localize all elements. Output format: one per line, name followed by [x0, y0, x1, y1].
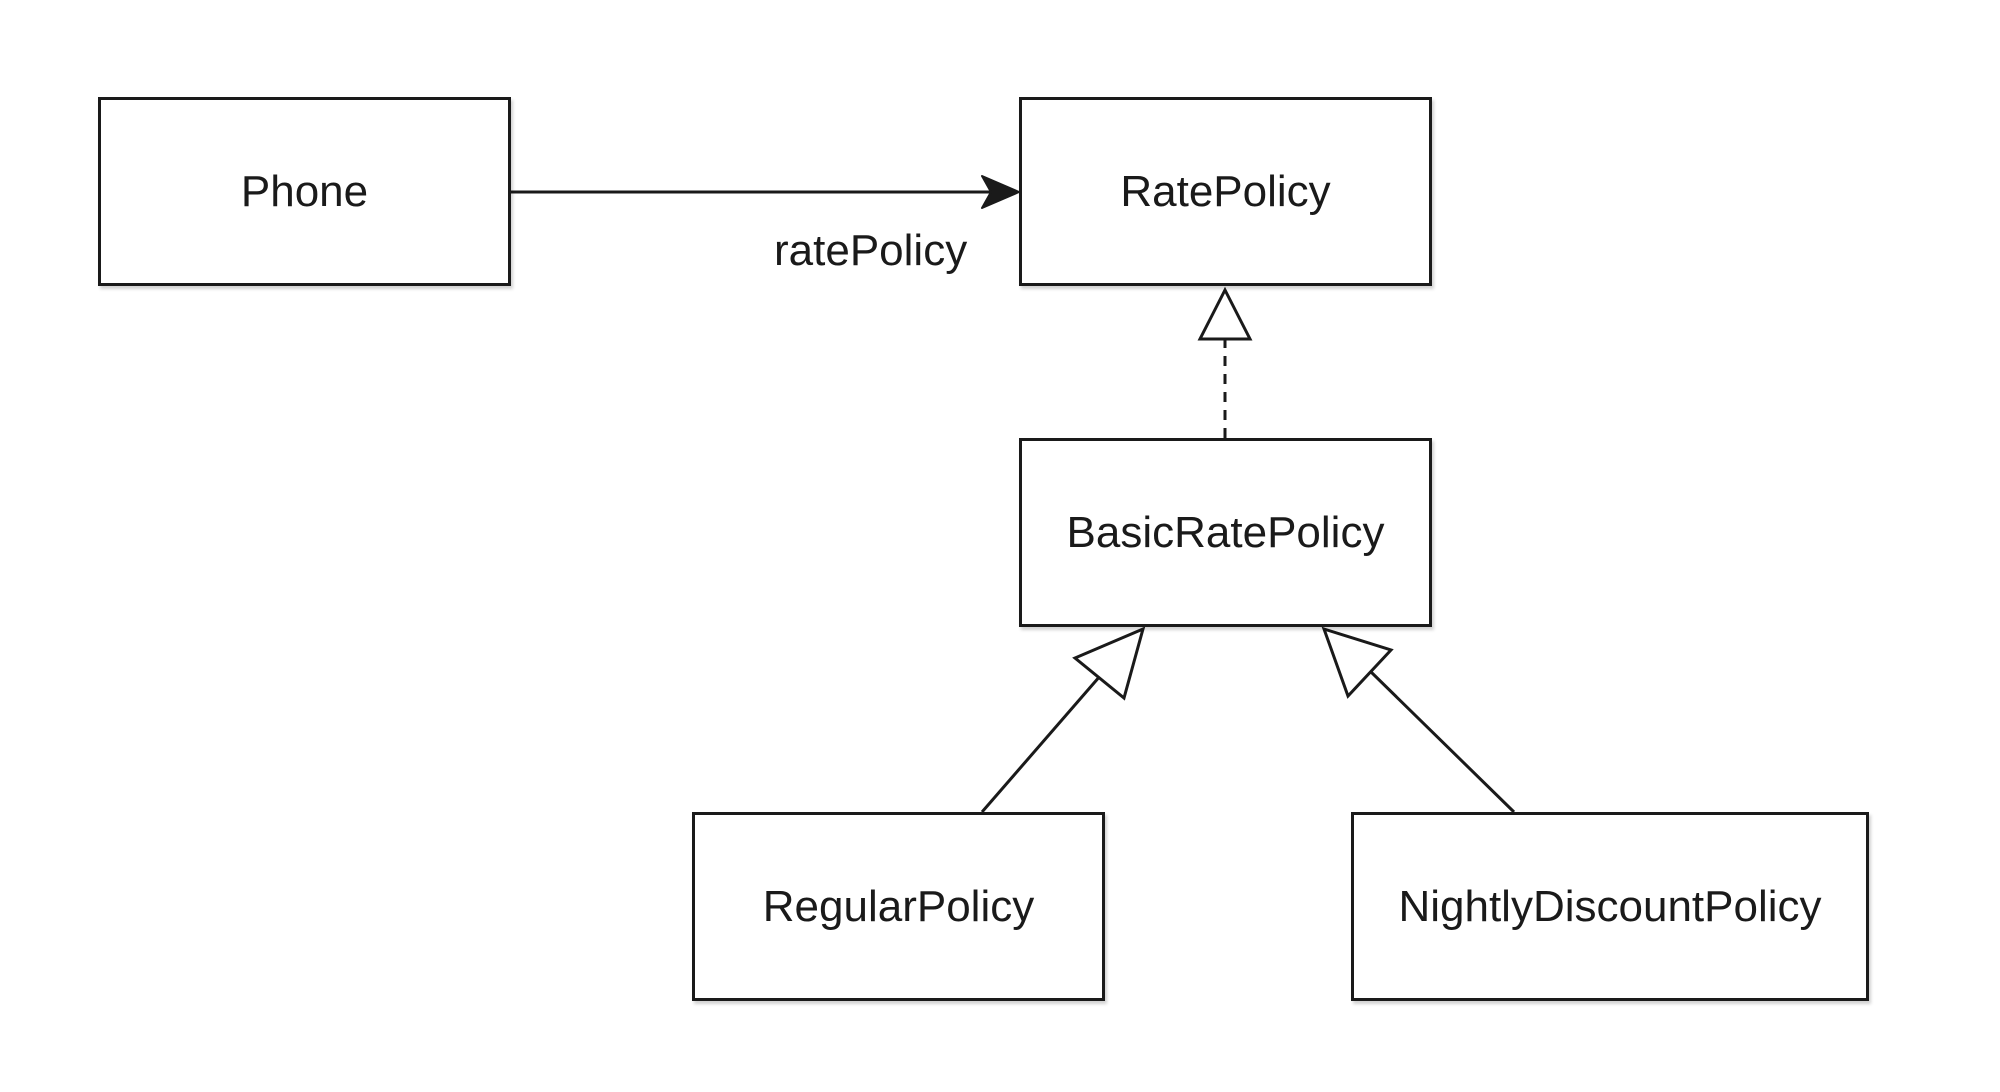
class-name-phone: Phone — [240, 166, 369, 216]
class-box-regular-policy[interactable]: RegularPolicy — [692, 812, 1105, 1001]
class-name-basic-rate-policy: BasicRatePolicy — [1066, 507, 1385, 557]
generalization-line-regular — [980, 667, 1109, 813]
class-name-nightly-discount-policy: NightlyDiscountPolicy — [1398, 881, 1822, 931]
generalization-hollow-triangle-icon-nightly — [1321, 626, 1394, 699]
class-box-nightly-discount-policy[interactable]: NightlyDiscountPolicy — [1351, 812, 1869, 1001]
class-box-rate-policy[interactable]: RatePolicy — [1019, 97, 1432, 286]
class-box-phone[interactable]: Phone — [98, 97, 511, 286]
class-name-regular-policy: RegularPolicy — [762, 881, 1035, 931]
realization-hollow-triangle-icon — [1197, 286, 1253, 341]
class-name-rate-policy: RatePolicy — [1120, 166, 1331, 216]
class-box-basic-rate-policy[interactable]: BasicRatePolicy — [1019, 438, 1432, 627]
association-label: ratePolicy — [774, 226, 968, 275]
association-arrowhead-icon — [981, 175, 1020, 209]
generalization-line-nightly — [1367, 668, 1516, 814]
generalization-hollow-triangle-icon-regular — [1072, 626, 1146, 701]
